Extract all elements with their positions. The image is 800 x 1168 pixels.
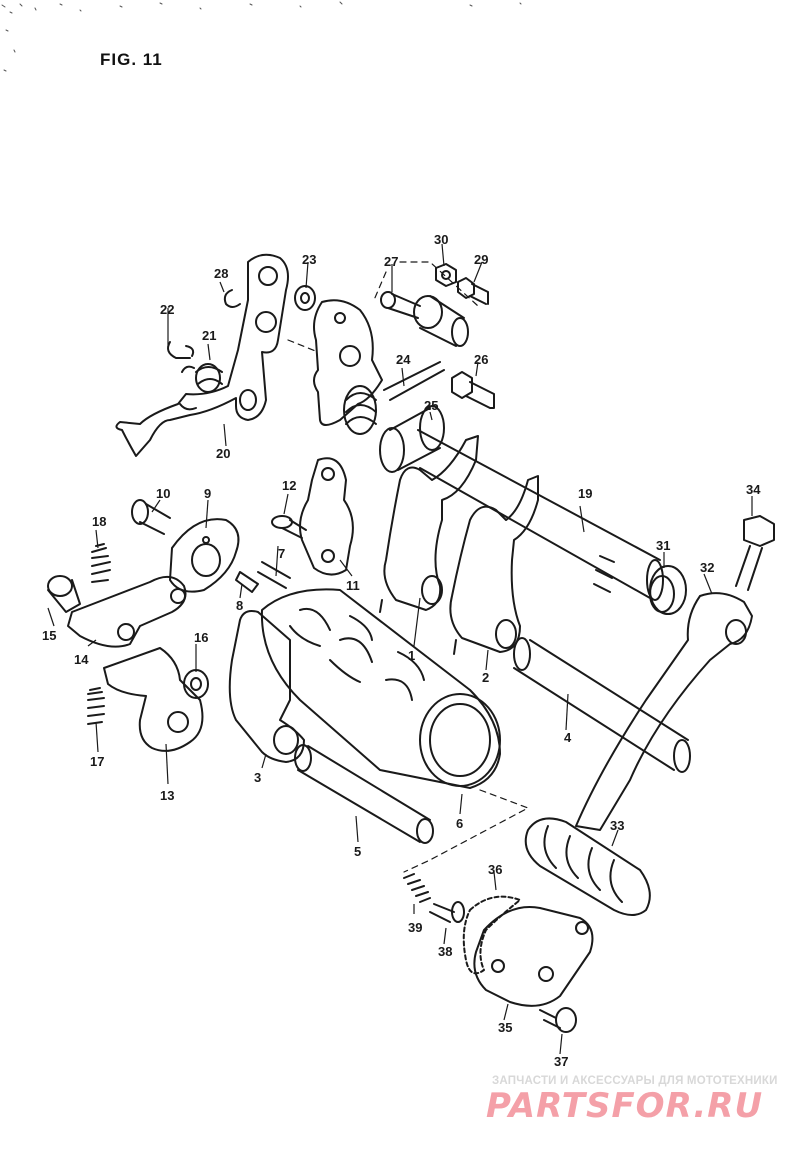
part-20-gearshift-arm: [115, 253, 289, 457]
callout-18: 18: [92, 514, 106, 529]
callout-36: 36: [488, 862, 502, 877]
watermark-caption: ЗАПЧАСТИ И АКСЕССУАРЫ ДЛЯ МОТОТЕХНИКИ: [492, 1075, 778, 1087]
callout-37: 37: [554, 1054, 568, 1069]
callout-21: 21: [202, 328, 216, 343]
part-38-pin: [429, 901, 465, 923]
callout-1: 1: [408, 648, 415, 663]
callout-32: 32: [700, 560, 714, 575]
part-18-spring: [91, 543, 111, 583]
callout-15: 15: [42, 628, 56, 643]
part-4-fork-shaft: [513, 637, 691, 773]
part-2-shift-fork: [449, 475, 539, 655]
callout-26: 26: [474, 352, 488, 367]
part-36-gasket: [462, 895, 521, 975]
callout-30: 30: [434, 232, 448, 247]
callout-34: 34: [746, 482, 761, 497]
part-24-spring: [343, 385, 377, 435]
callout-33: 33: [610, 818, 624, 833]
callout-27: 27: [384, 254, 398, 269]
callout-2: 2: [482, 670, 489, 685]
callout-11: 11: [346, 578, 360, 593]
part-27-pin: [380, 291, 469, 347]
part-39-spring: [403, 873, 431, 903]
callout-4: 4: [564, 730, 572, 745]
part-5-shaft: [294, 744, 434, 844]
part-12-screw: [271, 515, 307, 539]
part-14-cam-stopper-arm: [67, 575, 187, 648]
callout-12: 12: [282, 478, 296, 493]
part-6-gear-shift-cam: [260, 588, 501, 789]
callout-22: 22: [160, 302, 174, 317]
callout-19: 19: [578, 486, 592, 501]
callout-10: 10: [156, 486, 170, 501]
part-32-gearshift-lever: [575, 592, 753, 831]
part-11-cam-guide: [299, 457, 354, 576]
part-37-bolt: [539, 1007, 577, 1033]
part-31-washer: [649, 565, 687, 615]
callout-20: 20: [216, 446, 230, 461]
callout-39: 39: [408, 920, 422, 935]
part-19-shift-fork-shaft: [417, 429, 664, 601]
callout-leaders: [47, 243, 753, 1055]
part-24-shift-plate: [313, 299, 445, 426]
part-29-bolt: [457, 277, 489, 305]
part-35-cover: [473, 906, 594, 1007]
callout-5: 5: [354, 844, 361, 859]
part-23-washer: [294, 285, 316, 311]
part-21-spring: [181, 363, 223, 393]
part-26-bolt: [451, 371, 495, 409]
part-30-nut: [435, 263, 457, 287]
callout-13: 13: [160, 788, 174, 803]
callout-16: 16: [194, 630, 208, 645]
callout-38: 38: [438, 944, 452, 959]
part-25-shaft-sleeve: [379, 405, 445, 473]
part-7-pin: [257, 561, 291, 589]
callout-7: 7: [278, 546, 285, 561]
part-1-shift-fork: [379, 435, 479, 613]
watermark-logo: PARTSFOR.RU: [486, 1086, 764, 1126]
part-10-screw: [131, 499, 171, 535]
callout-9: 9: [204, 486, 211, 501]
part-34-bolt: [735, 515, 775, 591]
callout-29: 29: [474, 252, 488, 267]
part-3-gear-shift-cam-stopper: [228, 610, 305, 763]
callout-14: 14: [74, 652, 89, 667]
part-16-washer: [183, 669, 209, 699]
callout-25: 25: [424, 398, 438, 413]
part-28-e-clip: [223, 289, 241, 308]
callout-23: 23: [302, 252, 316, 267]
part-17-spring: [87, 687, 105, 725]
callout-8: 8: [236, 598, 243, 613]
part-13-plate: [103, 647, 204, 752]
callout-6: 6: [456, 816, 463, 831]
part-22-clip: [167, 341, 195, 359]
callout-31: 31: [656, 538, 670, 553]
callout-17: 17: [90, 754, 104, 769]
part-33-shift-lever-rubber: [524, 817, 651, 916]
scan-noise: [1, 1, 522, 72]
figure-title: FIG. 11: [100, 50, 163, 69]
callout-24: 24: [396, 352, 411, 367]
callout-35: 35: [498, 1020, 512, 1035]
part-8-pin: [235, 571, 259, 593]
callout-3: 3: [254, 770, 261, 785]
assembly-guide-lines: [287, 261, 529, 873]
callout-28: 28: [214, 266, 228, 281]
part-15-stopper-roller: [47, 575, 81, 613]
